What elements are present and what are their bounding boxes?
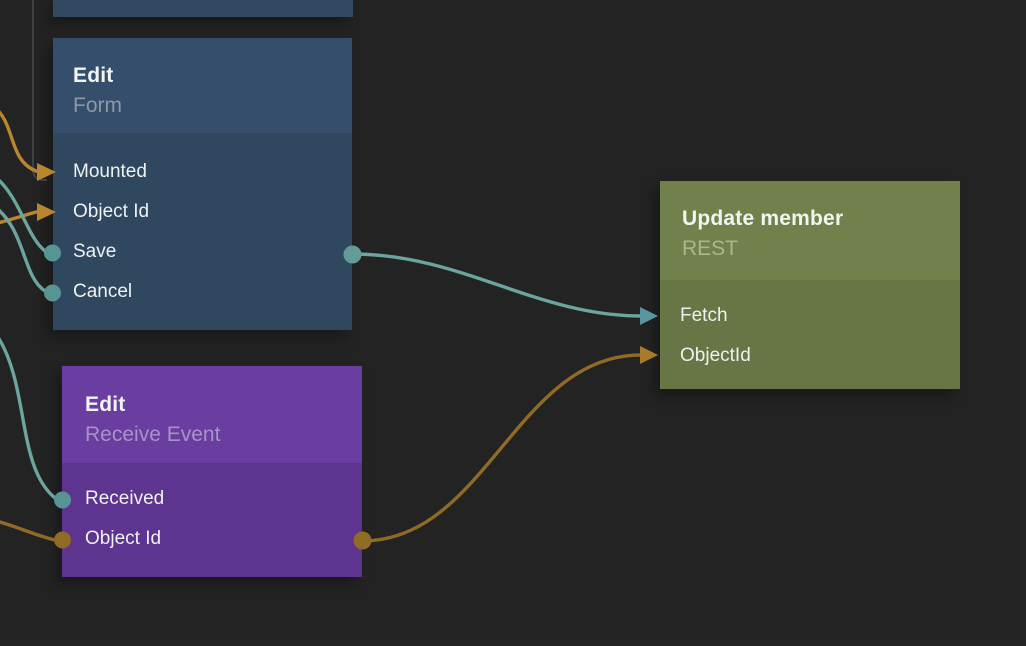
- node-partial-top[interactable]: [53, 0, 353, 17]
- wire-event-to-objectid[interactable]: [360, 353, 643, 543]
- node-body: Fetch ObjectId: [660, 280, 960, 376]
- node-edit-receive-event[interactable]: Edit Receive Event Received Object Id: [62, 366, 362, 577]
- port-mounted[interactable]: Mounted: [73, 152, 352, 192]
- node-subtitle: REST: [682, 237, 739, 260]
- port-label: Cancel: [73, 281, 133, 302]
- node-update-member[interactable]: Update member REST Fetch ObjectId: [660, 181, 960, 389]
- port-object-id[interactable]: Object Id: [73, 192, 352, 232]
- wire-gold-to-object-id[interactable]: [0, 520, 57, 542]
- wire-teal-to-cancel[interactable]: [0, 206, 47, 293]
- port-cancel[interactable]: Cancel: [73, 272, 352, 312]
- port-label: Fetch: [680, 305, 728, 326]
- port-received[interactable]: Received: [85, 479, 362, 519]
- port-label: Object Id: [85, 528, 162, 549]
- arrow-objectid-input-icon[interactable]: [640, 346, 658, 364]
- port-object-id[interactable]: Object Id: [85, 519, 362, 559]
- wire-orange-to-mounted[interactable]: [0, 107, 38, 173]
- port-save-circle-icon[interactable]: [44, 244, 61, 262]
- port-object-id-circle-icon[interactable]: [54, 531, 71, 549]
- node-title: Update member: [682, 207, 844, 230]
- port-fetch[interactable]: Fetch: [680, 296, 960, 336]
- arrow-fetch-input-icon[interactable]: [640, 307, 658, 325]
- wire-teal-to-save[interactable]: [0, 176, 47, 253]
- port-save[interactable]: Save: [73, 232, 352, 272]
- node-header: Edit Form: [53, 38, 352, 133]
- node-header: Edit Receive Event: [62, 366, 362, 463]
- port-cancel-circle-icon[interactable]: [44, 284, 61, 302]
- port-label: Save: [73, 241, 117, 262]
- port-label: Object Id: [73, 201, 150, 222]
- port-label: Received: [85, 488, 165, 509]
- wire-gray-elbow-to-mounted[interactable]: [32, 0, 47, 181]
- arrow-object-id-input-icon[interactable]: [37, 203, 56, 221]
- node-body: Received Object Id: [62, 463, 362, 559]
- port-label: ObjectId: [680, 345, 751, 366]
- node-subtitle: Receive Event: [85, 423, 221, 446]
- port-objectid[interactable]: ObjectId: [680, 336, 960, 376]
- node-title: Edit: [73, 64, 114, 87]
- port-label: Mounted: [73, 161, 147, 182]
- port-form-output-circle-icon[interactable]: [343, 245, 362, 264]
- port-event-output-circle-icon[interactable]: [353, 531, 372, 550]
- port-received-circle-icon[interactable]: [54, 491, 71, 509]
- node-edit-form[interactable]: Edit Form Mounted Object Id Save Cancel: [53, 38, 352, 330]
- wire-save-to-fetch[interactable]: [350, 252, 643, 318]
- node-header: Update member REST: [660, 181, 960, 280]
- node-subtitle: Form: [73, 94, 122, 117]
- arrow-mounted-input-icon[interactable]: [37, 163, 56, 181]
- node-body: Mounted Object Id Save Cancel: [53, 133, 352, 312]
- node-title: Edit: [85, 393, 126, 416]
- wire-teal-to-received[interactable]: [0, 334, 57, 500]
- wire-orange-to-object-id[interactable]: [0, 210, 38, 225]
